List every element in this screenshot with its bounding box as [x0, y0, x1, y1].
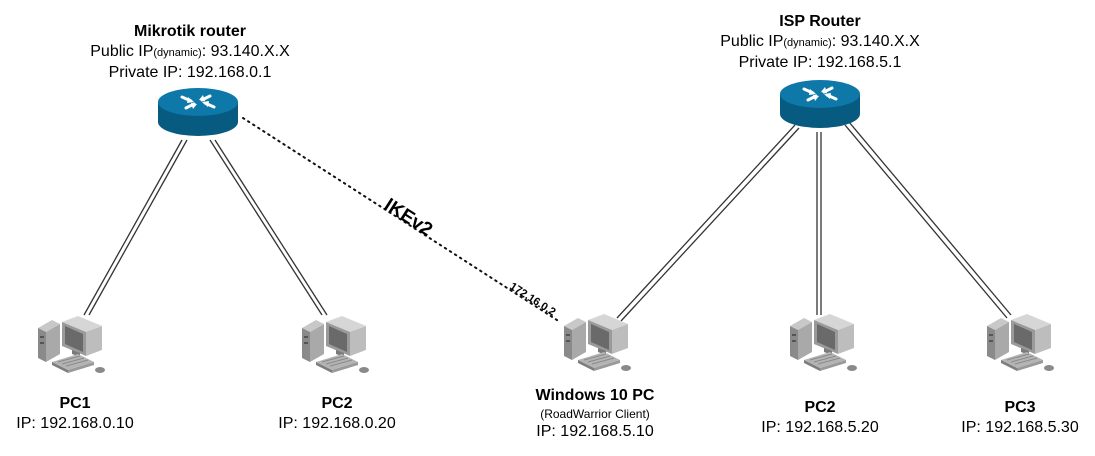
- node-title: PC2: [321, 395, 353, 412]
- router-icon: [156, 86, 240, 138]
- node-ip: IP: 192.168.5.30: [961, 419, 1079, 436]
- node-ip: IP: 192.168.0.10: [16, 415, 134, 432]
- desktop-pc-icon: [301, 315, 370, 374]
- pc3-label: PC3 IP: 192.168.5.30: [945, 398, 1095, 438]
- link-isp-pc3: [844, 121, 1012, 319]
- node-subtitle: (RoadWarrior Client): [540, 407, 650, 421]
- node-ip: IP: 192.168.5.10: [536, 423, 654, 440]
- node-ip: IP: 192.168.0.20: [278, 415, 396, 432]
- link-isp-windows: [616, 124, 800, 322]
- node-title: PC2: [804, 399, 836, 416]
- desktop-pc-icon: [986, 313, 1055, 372]
- node-ip: IP: 192.168.5.20: [761, 419, 879, 436]
- mikrotik-router-label: Mikrotik router Public IP(dynamic): 93.1…: [60, 22, 320, 83]
- pc2-right-label: PC2 IP: 192.168.5.20: [745, 398, 895, 438]
- router-icon: [778, 78, 862, 130]
- link-mikrotik-pc2: [209, 139, 328, 316]
- windows-pc-label: Windows 10 PC (RoadWarrior Client) IP: 1…: [510, 386, 680, 442]
- ikev2-tunnel-line: [242, 117, 561, 323]
- node-private-ip: Private IP: 192.168.5.1: [738, 54, 902, 71]
- pc1-label: PC1 IP: 192.168.0.10: [0, 394, 150, 434]
- node-public-ip: Public IP(dynamic): 93.140.X.X: [90, 43, 290, 60]
- node-title: PC3: [1004, 399, 1036, 416]
- node-public-ip: Public IP(dynamic): 93.140.X.X: [720, 33, 920, 50]
- node-title: Windows 10 PC: [535, 387, 655, 404]
- node-title: Mikrotik router: [133, 23, 246, 40]
- isp-router-label: ISP Router Public IP(dynamic): 93.140.X.…: [690, 12, 950, 73]
- tunnel-client-ip: 172.16.0.2: [507, 280, 557, 318]
- node-title: ISP Router: [779, 13, 861, 30]
- pc2-left-label: PC2 IP: 192.168.0.20: [262, 394, 412, 434]
- node-title: PC1: [59, 395, 91, 412]
- link-isp-pc2: [816, 132, 822, 315]
- link-mikrotik-pc1: [83, 139, 188, 316]
- desktop-pc-icon: [789, 313, 858, 372]
- tunnel-label: IKEv2: [380, 195, 436, 241]
- desktop-pc-icon: [37, 315, 106, 374]
- node-private-ip: Private IP: 192.168.0.1: [108, 64, 272, 81]
- desktop-pc-icon: [563, 313, 632, 372]
